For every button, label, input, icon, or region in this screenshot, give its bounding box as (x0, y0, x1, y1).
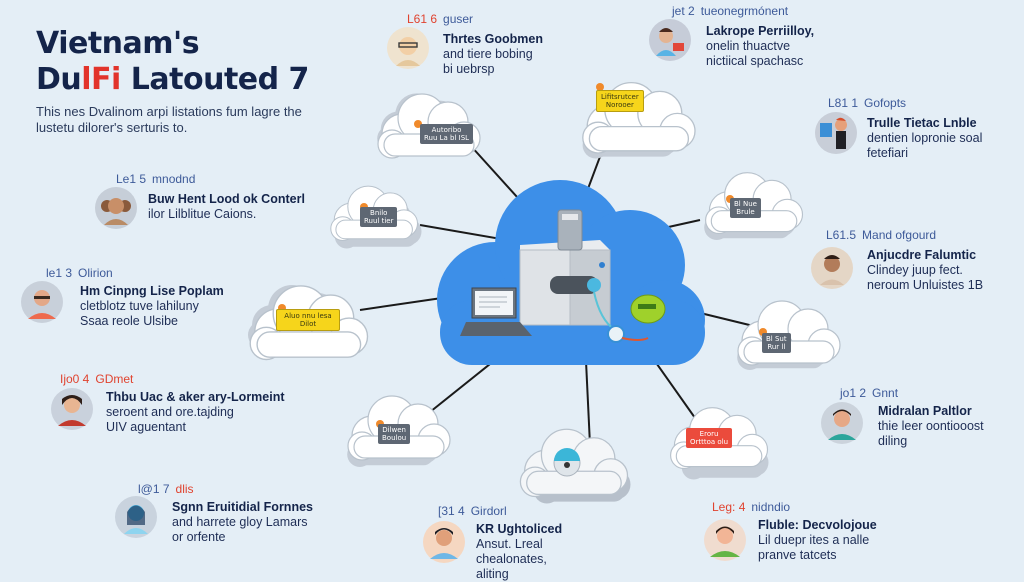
card-heading: Hm Cinpng Lise Poplam (80, 284, 224, 298)
title-accent: lFi (81, 62, 121, 97)
title-line-2-prefix: Du (36, 62, 82, 97)
server-box-icon (519, 209, 611, 326)
page-title: Vietnam's DulFi Latouted 7 (36, 26, 309, 98)
satellite-clouds (248, 81, 841, 504)
alert-dot-icon (414, 120, 422, 128)
avatar-man-laptop (649, 19, 691, 61)
card-heading: Buw Hent Lood ok Conterl (148, 192, 305, 206)
title-line-2-suffix: Latouted 7 (120, 62, 310, 97)
avatar-woman-blue-glow (115, 496, 157, 538)
card-heading: Thrtes Goobmen (443, 32, 544, 46)
avatar-woman-screen (815, 112, 857, 154)
usb-device-icon (593, 291, 649, 343)
cloud-bottom-center[interactable] (519, 428, 631, 504)
avatar-man-blue-shirt (423, 521, 465, 563)
card-heading: Lakrope Perriilloy, (706, 24, 815, 38)
avatars (21, 19, 863, 563)
alert-dot-icon (278, 304, 286, 312)
title-line-1: Vietnam's (36, 26, 200, 61)
avatar-boy-green (704, 519, 746, 561)
hub-cloud[interactable] (437, 180, 705, 365)
card-heading: Anjucdre Falumtic (867, 248, 977, 262)
card-heading: Sgnn Eruitidial Fornnes (172, 500, 313, 514)
card-heading: Thbu Uac & aker ary-Lormeint (106, 390, 285, 404)
laptop-icon (460, 287, 532, 336)
card-heading: Midralan Paltlor (878, 404, 972, 418)
avatar-man-curly (95, 187, 137, 229)
title-line-2: DulFi Latouted 7 (36, 62, 309, 98)
avatar-man-glasses-red (21, 281, 63, 323)
page-subtitle: This nes Dvalinom arpi listations fum la… (36, 104, 302, 135)
avatar-man-teal-shirt (821, 402, 863, 444)
avatar-man-dark-hair (811, 247, 853, 289)
alert-dot-icon (596, 83, 604, 91)
alert-dot-icon (759, 328, 767, 336)
avatar-woman-glasses (387, 27, 429, 69)
card-heading: Fluble: Decvolojoue (758, 518, 877, 532)
avatar-woman-red-top (51, 388, 93, 430)
camera-device-top-icon (554, 448, 580, 461)
green-sensor-icon (630, 294, 666, 324)
card-heading: KR Ughtoliced (476, 522, 563, 536)
card-heading: Trulle Tietac Lnble (867, 116, 977, 130)
